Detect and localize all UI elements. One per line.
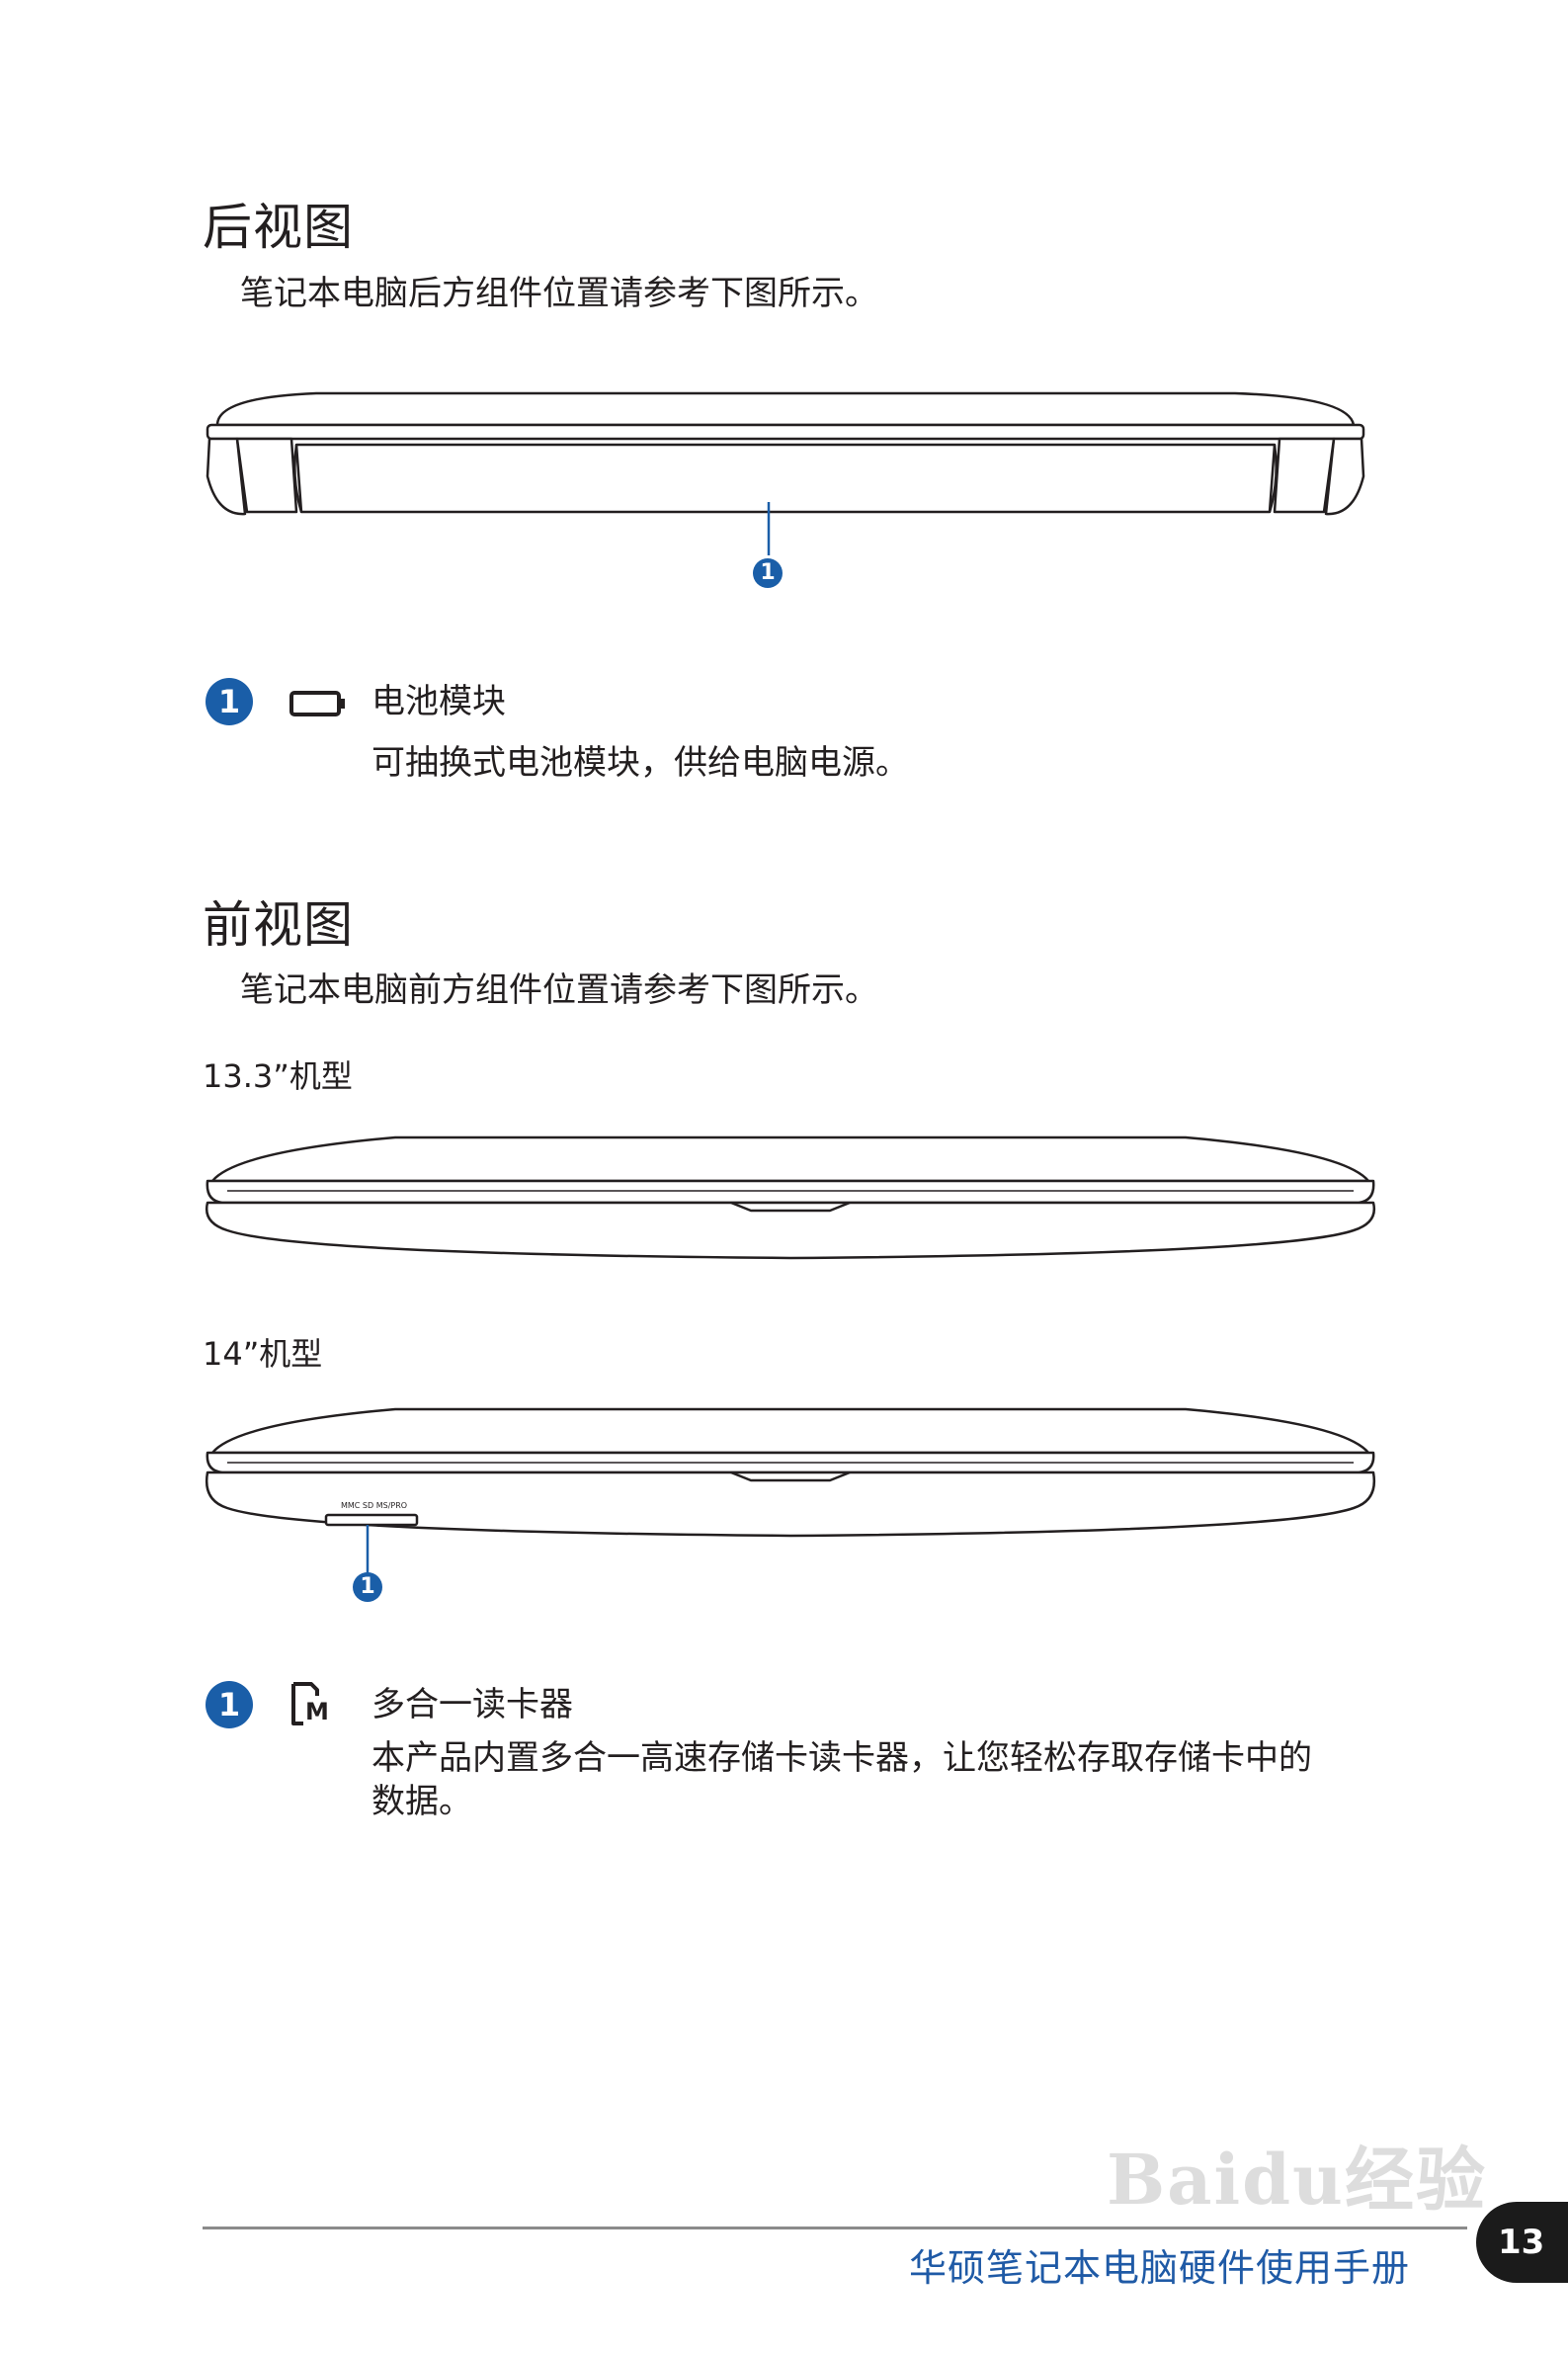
battery-module-label: 电池模块 [371,682,506,721]
model-13-label: 13.3”机型 [203,1057,353,1095]
card-reader-label: 多合一读卡器 [371,1685,573,1724]
rear-view-title: 后视图 [203,199,354,256]
card-reader-icon-letter: M [305,1698,329,1725]
card-reader-desc-line1: 本产品内置多合一高速存储卡读卡器，让您轻松存取存储卡中的 [371,1738,1312,1778]
front-view-title: 前视图 [203,896,354,954]
card-reader-icon: M [289,1680,331,1727]
front-view-14-laptop-drawing [205,1407,1376,1576]
front-callout-badge: 1 [353,1572,382,1602]
front-view-intro: 笔记本电脑前方组件位置请参考下图所示。 [240,970,878,1010]
footer-divider [203,2227,1467,2229]
card-reader-desc-line2: 数据。 [371,1782,472,1821]
page-number-tab: 13 [1476,2202,1568,2283]
rear-view-intro: 笔记本电脑后方组件位置请参考下图所示。 [240,274,878,313]
model-14-label: 14”机型 [203,1335,323,1373]
battery-icon [289,691,345,716]
card-slot-label: MMC SD MS/PRO [341,1501,408,1510]
rear-view-laptop-drawing [206,391,1365,555]
rear-item-badge: 1 [206,678,253,725]
battery-module-desc: 可抽换式电池模块，供给电脑电源。 [371,743,909,783]
front-view-13-laptop-drawing [205,1135,1376,1260]
rear-callout-badge: 1 [753,558,783,588]
baidu-watermark: Baidu经验 [1107,2139,1487,2221]
front-item-badge: 1 [206,1681,253,1728]
page-number: 13 [1498,2223,1545,2262]
footer-manual-title: 华硕笔记本电脑硬件使用手册 [908,2246,1410,2290]
